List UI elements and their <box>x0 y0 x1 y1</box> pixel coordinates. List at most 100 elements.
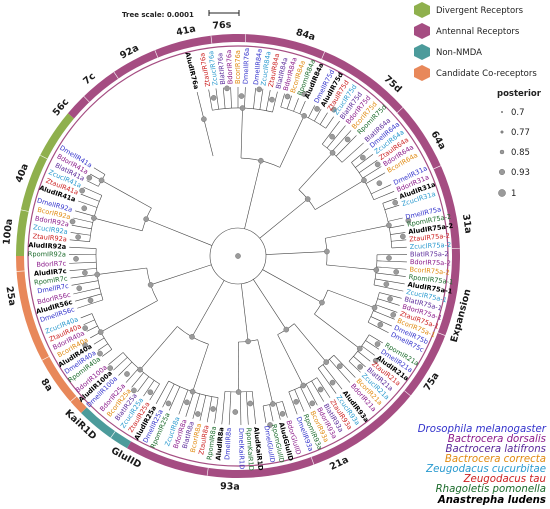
tip-node-15-4 <box>357 364 363 370</box>
tip-node-12-4 <box>400 233 406 240</box>
tip-node-9-2 <box>301 91 308 97</box>
tip-branch-11-0 <box>351 148 369 163</box>
ring-separator-2 <box>396 107 404 114</box>
clade-stem-14 <box>338 293 375 309</box>
tip-label-72: DmelIR8a <box>223 428 233 461</box>
legend-antennal-swatch <box>414 23 430 39</box>
tip-branch-0-1 <box>246 391 249 425</box>
tip-node-1-6 <box>165 400 172 407</box>
legend-antennal-label: Antennal Receptors <box>436 27 520 37</box>
tip-branch-5-2 <box>71 224 92 230</box>
tip-branch-14-5 <box>367 322 389 333</box>
posterior-value-2: 0.85 <box>511 148 530 158</box>
tip-branch-10-4 <box>341 142 364 163</box>
backbone-a-4 <box>325 232 352 239</box>
tip-branch-8-7 <box>259 88 264 110</box>
tip-branch-16-0 <box>333 355 356 378</box>
tip-branch-2-7 <box>108 352 124 365</box>
backbone-stem-0 <box>244 160 262 229</box>
tip-branch-12-1 <box>384 204 400 210</box>
tip-branch-9-5 <box>314 108 322 122</box>
clade-label-12: 25a <box>3 285 17 306</box>
tip-branch-1-1 <box>206 396 213 423</box>
ring-separator-6 <box>404 390 411 396</box>
tip-branch-8-3 <box>230 87 232 109</box>
tip-branch-1-4 <box>185 391 195 417</box>
tip-node-12-0 <box>392 199 398 206</box>
tip-node-17-4 <box>293 399 299 405</box>
clade-node-5 <box>91 215 97 221</box>
tip-branch-2-5 <box>118 361 133 376</box>
species-bcor: Bactrocera correcta <box>445 454 546 465</box>
tip-branch-1-6 <box>168 386 181 411</box>
tip-branch-5-4 <box>75 210 95 217</box>
backbone-b-2 <box>314 199 332 210</box>
tip-label-39: BcorIR75a-2 <box>409 266 450 277</box>
tip-branch-9-7 <box>325 116 334 129</box>
tip-branch-15-3 <box>357 351 371 362</box>
tip-node-13-4 <box>383 281 390 287</box>
ring-segment-antennal <box>67 33 460 478</box>
legend-nonnmda-swatch <box>414 44 430 60</box>
species-blat: Bactrocera latifrons <box>446 444 547 455</box>
posterior-title: posterior <box>497 89 542 99</box>
tip-branch-3-0 <box>101 349 112 357</box>
clade-stem-4 <box>97 269 135 275</box>
posterior-legend: posterior 0.7 0.77 0.85 0.93 1 <box>497 89 542 199</box>
posterior-dot-2 <box>499 149 505 155</box>
tree-scale-label: Tree scale: 0.0001 <box>122 11 194 19</box>
ring-separator-8 <box>206 467 209 476</box>
tip-branch-11-4 <box>365 172 386 184</box>
posterior-value-0: 0.7 <box>511 108 525 118</box>
tip-branch-6-2 <box>93 167 106 175</box>
tree-scale: Tree scale: 0.0001 <box>122 10 240 19</box>
tip-node-8-8 <box>269 96 275 103</box>
tip-branch-0-2 <box>240 391 242 425</box>
tip-node-10-2 <box>344 136 351 143</box>
tip-branch-13-5 <box>373 284 404 292</box>
tip-branch-9-0 <box>280 93 285 108</box>
clade-label-14: 40a <box>14 162 31 184</box>
tip-node-8-6 <box>256 86 263 93</box>
ring-separator-10 <box>70 396 77 402</box>
tip-node-16-2 <box>329 379 336 386</box>
backbone-a-10 <box>257 339 265 368</box>
tree-root-circle <box>209 227 267 285</box>
backbone-node-6 <box>319 299 325 306</box>
ring-separator-13 <box>20 209 29 212</box>
clade-stem-2 <box>139 340 166 370</box>
tip-branch-12-5 <box>391 239 407 242</box>
clade-stem-8 <box>241 108 243 147</box>
tip-branch-9-4 <box>308 105 315 119</box>
tip-label-3: BdorIR76a <box>225 50 234 85</box>
clade-stem-16 <box>301 332 327 363</box>
clade-node-8 <box>239 105 246 111</box>
tip-label-2: BlatIR76a <box>216 52 227 85</box>
tip-node-10-0 <box>329 133 335 140</box>
tip-branch-8-0 <box>208 89 213 111</box>
tip-node-8-4 <box>238 93 245 99</box>
tip-branch-10-2 <box>331 130 352 153</box>
tip-branch-6-0 <box>86 180 99 187</box>
tip-label-104: BdorIR7c <box>36 259 66 268</box>
backbone-a-14 <box>133 300 158 314</box>
clade-label-11: 8a <box>38 377 54 394</box>
tip-label-6: DmelIR84a <box>252 48 264 85</box>
tip-node-4-4 <box>82 269 88 276</box>
tip-branch-8-1 <box>215 88 219 110</box>
tip-branch-13-2 <box>376 266 407 270</box>
legend-divergent-label: Divergent Receptors <box>436 6 524 16</box>
tip-node-3-4 <box>82 325 88 331</box>
tip-branch-15-1 <box>365 340 380 350</box>
tip-label-105: RpomIR92a <box>28 250 66 258</box>
backbone-a-6 <box>327 289 340 295</box>
posterior-value-1: 0.77 <box>511 128 530 138</box>
tip-branch-2-6 <box>113 357 128 371</box>
backbone-stem-10 <box>240 283 249 342</box>
tip-branch-2-2 <box>137 376 150 393</box>
clade-stem-11 <box>331 180 365 201</box>
ring-separator-14 <box>40 154 48 160</box>
tip-node-5-2 <box>69 218 76 225</box>
tip-branch-18-2 <box>269 404 274 422</box>
